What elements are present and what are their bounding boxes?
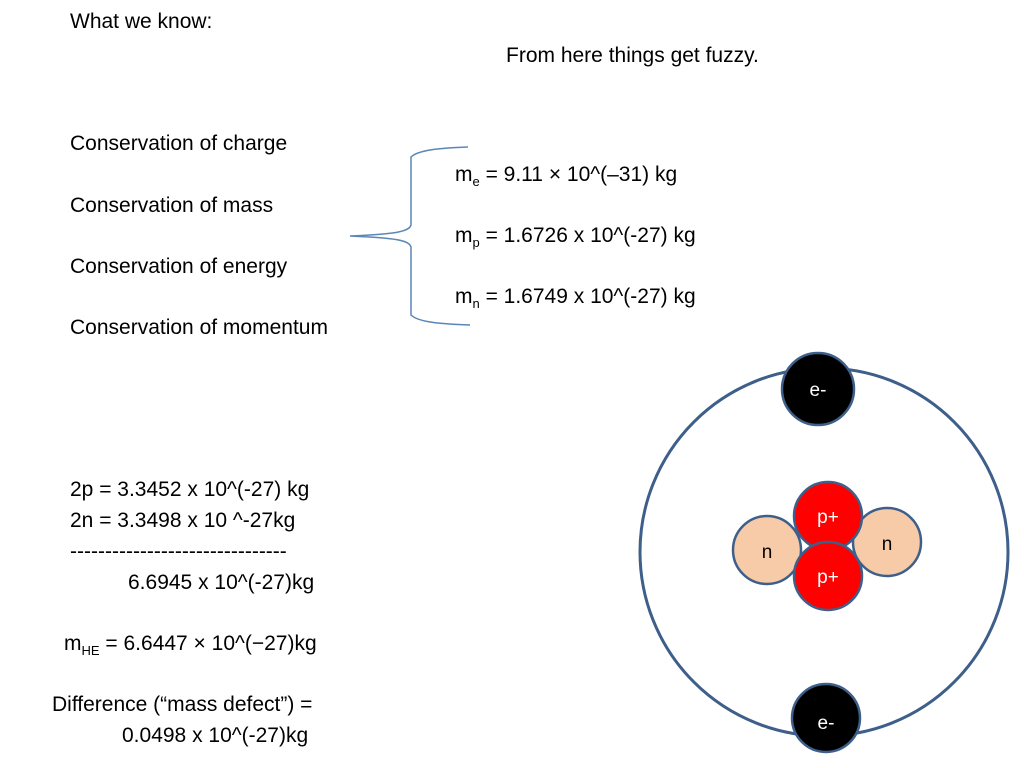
electron-mass-subscript: e [472, 174, 480, 189]
proton-mass-value: = 1.6726 x 10^(-27) kg [479, 224, 696, 247]
right-neutron-label: n [882, 534, 893, 555]
helium-mass: mHE = 6.6447 × 10^(−27)kg [64, 632, 317, 658]
proton-mass-symbol: m [455, 224, 473, 247]
neutron-mass-symbol: m [455, 285, 473, 308]
bottom-proton-label: p+ [817, 567, 839, 588]
electron-mass: me = 9.11 × 10^(–31) kg [455, 163, 677, 189]
proton-mass: mp = 1.6726 x 10^(-27) kg [455, 224, 696, 250]
neutron-mass: mn = 1.6749 x 10^(-27) kg [455, 285, 696, 311]
helium-mass-value: = 6.6447 × 10^(−27)kg [99, 632, 317, 655]
bottom-proton [792, 540, 864, 612]
helium-mass-subscript: HE [81, 643, 100, 658]
neutron-mass-subscript: n [472, 296, 480, 311]
left-neutron [731, 514, 803, 586]
conservation-mass: Conservation of mass [70, 194, 274, 217]
bottom-electron-label: e- [818, 713, 835, 734]
top-electron [780, 351, 856, 427]
left-neutron-label: n [762, 542, 773, 563]
electron-mass-symbol: m [455, 163, 473, 186]
curly-brace [349, 146, 471, 326]
difference-label: Difference (“mass defect”) = [52, 693, 313, 716]
fuzzy-note: From here things get fuzzy. [506, 44, 759, 67]
calc-two-protons: 2p = 3.3452 x 10^(-27) kg [70, 478, 310, 501]
page-heading: What we know: [70, 10, 213, 33]
neutron-mass-value: = 1.6749 x 10^(-27) kg [479, 285, 696, 308]
conservation-charge: Conservation of charge [70, 132, 288, 155]
difference-value: 0.0498 x 10^(-27)kg [122, 724, 309, 747]
top-electron-label: e- [810, 380, 827, 401]
calc-two-neutrons: 2n = 3.3498 x 10 ^-27kg [70, 509, 296, 532]
proton-mass-subscript: p [472, 235, 480, 250]
conservation-momentum: Conservation of momentum [70, 316, 328, 339]
top-proton-label: p+ [817, 507, 839, 528]
calc-divider: ------------------------------- [70, 540, 287, 563]
helium-mass-symbol: m [64, 632, 82, 655]
right-neutron [851, 506, 923, 578]
conservation-energy: Conservation of energy [70, 255, 288, 278]
bottom-electron [790, 682, 862, 754]
electron-mass-value: = 9.11 × 10^(–31) kg [479, 163, 678, 186]
calc-sum: 6.6945 x 10^(-27)kg [128, 571, 315, 594]
